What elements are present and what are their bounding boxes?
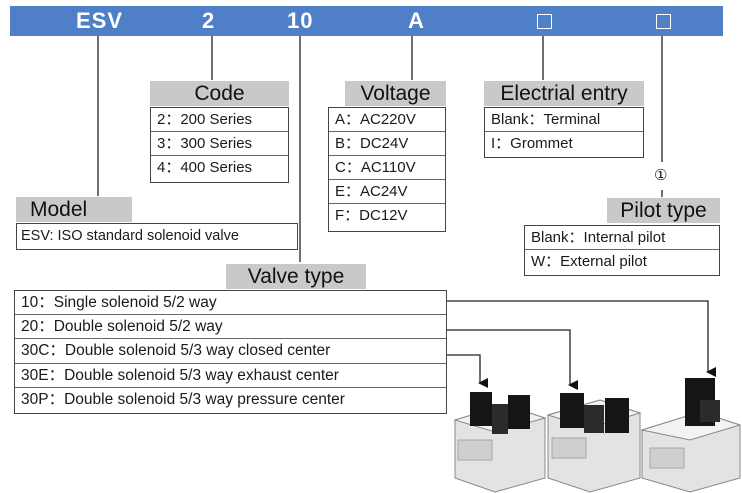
electrical-entry-option: I：Grommet [485,132,643,156]
pilot-type-header: Pilot type [607,198,720,223]
pilot-type-marker: ① [654,166,667,184]
valve-type-header: Valve type [226,264,366,289]
pilot-type-option: Blank：Internal pilot [525,226,719,250]
valve-type-option: 30E：Double solenoid 5/3 way exhaust cent… [15,364,446,388]
electrical-entry-table: Blank：Terminal I：Grommet [484,107,644,158]
code-header: Code [150,81,289,106]
model-table: ESV: ISO standard solenoid valve [16,223,298,250]
valve-type-option: 30C：Double solenoid 5/3 way closed cente… [15,339,446,363]
valve-images [455,378,740,492]
voltage-header: Voltage [345,81,446,106]
double-solenoid-valve-image-1 [455,392,545,492]
pilot-type-table: Blank：Internal pilot W：External pilot [524,225,720,276]
voltage-option: C：AC110V [329,156,445,180]
model-option: ESV: ISO standard solenoid valve [17,224,297,248]
voltage-option: B：DC24V [329,132,445,156]
valve-type-option: 20：Double solenoid 5/2 way [15,315,446,339]
voltage-option: E：AC24V [329,180,445,204]
electrical-entry-option: Blank：Terminal [485,108,643,132]
model-header: Model [16,197,132,222]
pilot-type-option: W：External pilot [525,250,719,274]
voltage-option: A：AC220V [329,108,445,132]
valve-type-option: 30P：Double solenoid 5/3 way pressure cen… [15,388,446,412]
single-solenoid-valve-image [642,378,740,492]
voltage-table: A：AC220V B：DC24V C：AC110V E：AC24V F：DC12… [328,107,446,232]
electrical-entry-header: Electrial entry [484,81,644,106]
code-option: 2：200 Series [151,108,288,132]
code-option: 4：400 Series [151,156,288,180]
voltage-option: F：DC12V [329,204,445,228]
valve-type-option: 10：Single solenoid 5/2 way [15,291,446,315]
code-table: 2：200 Series 3：300 Series 4：400 Series [150,107,289,183]
double-solenoid-valve-image-2 [548,393,640,492]
valve-type-table: 10：Single solenoid 5/2 way 20：Double sol… [14,290,447,414]
code-option: 3：300 Series [151,132,288,156]
